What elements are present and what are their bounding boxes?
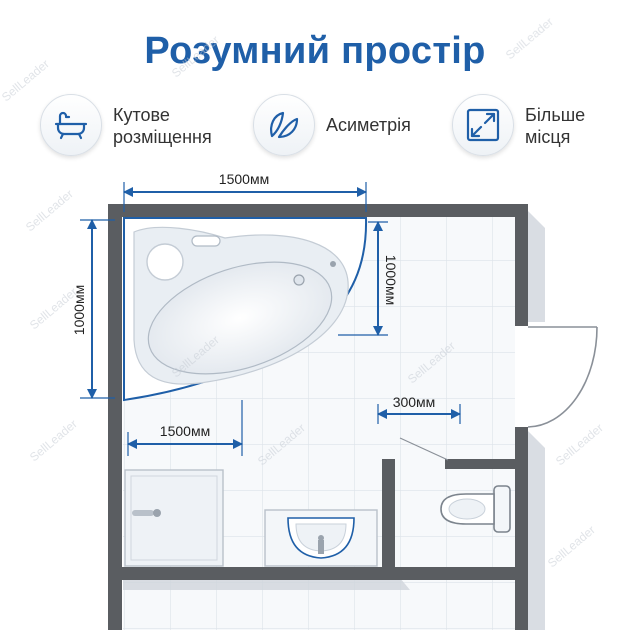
feature-label-line1: Кутове — [113, 105, 170, 125]
dim-gap-label: 300мм — [393, 394, 436, 410]
asymmetric-leaf-icon — [270, 111, 299, 139]
wall-shadows — [123, 210, 545, 630]
feature-label-line2: місця — [525, 127, 571, 147]
corner-bathtub — [123, 217, 368, 402]
bathtub-icon — [54, 111, 88, 140]
toilet — [440, 485, 511, 533]
page-title: Розумний простір — [144, 30, 486, 72]
dim-clearance-width-label: 1500мм — [160, 423, 210, 439]
expand-arrows-icon — [466, 108, 500, 142]
shower-cabinet — [124, 469, 224, 567]
dimension-lines — [80, 182, 461, 456]
watermark: SellLeader — [0, 57, 52, 105]
feature-label-line1: Більше — [525, 105, 586, 125]
watermark: SellLeader — [545, 523, 598, 571]
dimension-labels: 1500мм 1000мм 1000мм 1500мм 300мм — [71, 171, 435, 439]
watermark: SellLeader — [503, 15, 556, 63]
feature-icon-circle — [253, 94, 315, 156]
feature-label: Кутове розміщення — [113, 104, 212, 148]
feature-label: Асиметрія — [326, 115, 411, 135]
sink-vanity — [264, 509, 378, 567]
feature-icon-circle — [40, 94, 102, 156]
watermark: SellLeader — [23, 187, 76, 235]
dim-tub-height-right-label: 1000мм — [383, 255, 399, 305]
dim-tub-width-label: 1500мм — [219, 171, 269, 187]
feature-label: Більше місця — [525, 104, 585, 148]
feature-label-line2: розміщення — [113, 127, 212, 147]
watermark: SellLeader — [169, 33, 222, 81]
walls — [108, 204, 528, 630]
feature-icon-circle — [452, 94, 514, 156]
watermark: SellLeader — [27, 417, 80, 465]
dim-tub-height-left-label: 1000мм — [71, 285, 87, 335]
watermark: SellLeader — [553, 421, 606, 469]
door — [399, 326, 598, 461]
